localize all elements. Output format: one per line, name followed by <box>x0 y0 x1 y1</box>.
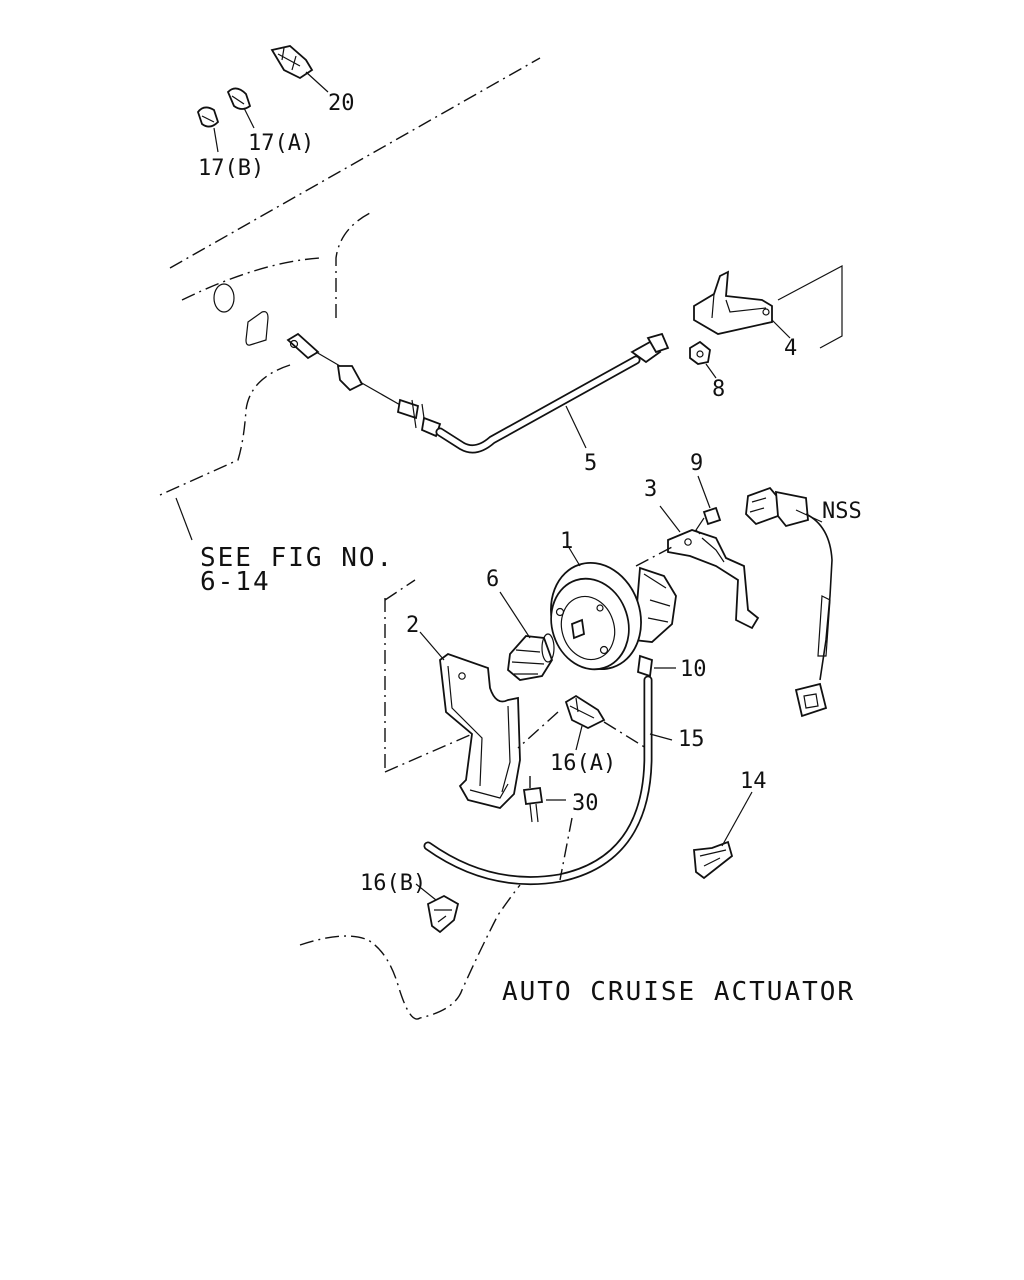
clip-17b <box>196 106 220 153</box>
callout-2: 2 <box>406 613 419 638</box>
callout-nss: NSS <box>822 499 862 524</box>
bracket-3 <box>659 505 760 630</box>
body-grommet <box>245 311 269 346</box>
callout-1: 1 <box>560 529 573 554</box>
cable-5 <box>286 332 670 454</box>
reference-leader <box>175 497 193 541</box>
boot-6 <box>499 591 555 681</box>
callout-17b: 17(B) <box>198 156 264 181</box>
actuator-1 <box>550 545 677 678</box>
callout-15: 15 <box>678 727 705 752</box>
clip-16a <box>517 694 647 751</box>
reference-line-2: 6-14 <box>200 567 271 597</box>
callout-10: 10 <box>680 657 707 682</box>
clip-20 <box>270 45 329 93</box>
diagram-title: AUTO CRUISE ACTUATOR <box>502 977 855 1007</box>
callout-17a: 17(A) <box>248 131 314 156</box>
bracket-4 <box>693 265 843 349</box>
nut-8 <box>689 340 717 379</box>
clip-17a <box>226 87 255 129</box>
part-14 <box>693 791 753 880</box>
callout-5: 5 <box>584 451 597 476</box>
callout-14: 14 <box>740 769 767 794</box>
callout-8: 8 <box>712 377 725 402</box>
hose-15 <box>423 667 676 885</box>
callout-3: 3 <box>644 477 657 502</box>
vehicle-body-outline <box>159 57 541 1020</box>
callout-16a: 16(A) <box>550 751 616 776</box>
callout-6: 6 <box>486 567 499 592</box>
callout-9: 9 <box>690 451 703 476</box>
callout-4: 4 <box>784 336 797 361</box>
bracket-2 <box>419 631 521 809</box>
callout-30: 30 <box>572 791 599 816</box>
callout-16b: 16(B) <box>360 871 426 896</box>
bolt-30 <box>522 776 573 881</box>
bolt-9 <box>695 475 722 535</box>
clip-16b <box>415 883 460 934</box>
reference-line-1: SEE FIG NO. <box>200 543 394 573</box>
nss-harness <box>745 486 833 718</box>
callout-20: 20 <box>328 91 355 116</box>
body-hole <box>213 283 235 313</box>
